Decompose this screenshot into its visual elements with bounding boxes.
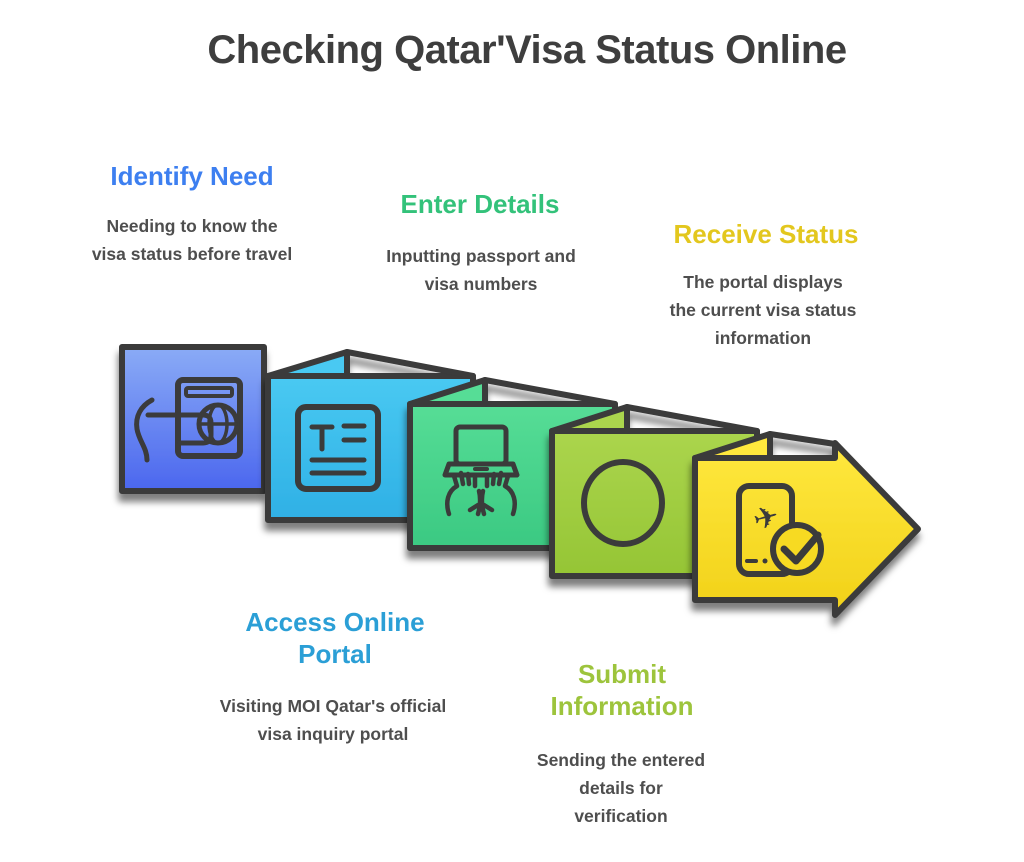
step-desc-receive-status: The portal displays the current visa sta… <box>670 268 857 352</box>
step-desc-line: Sending the entered <box>536 750 706 770</box>
fold-back-line <box>344 349 476 379</box>
laptop-typing-icon <box>442 424 520 517</box>
fold-flap <box>692 431 773 461</box>
step-desc-line: Needing to know the <box>106 216 278 236</box>
fold-back-line <box>767 431 838 447</box>
step-label-line: Access Online <box>245 607 425 637</box>
step-label-line: Information <box>550 691 694 721</box>
step-desc-line: details for <box>579 778 663 798</box>
step-desc-line: information <box>714 328 812 348</box>
step-desc-line: Inputting passport and <box>386 246 576 266</box>
step-label-line: Portal <box>298 639 372 669</box>
step-desc-line: visa inquiry portal <box>257 724 409 744</box>
fold-flap <box>407 377 488 407</box>
step-desc-identify-need: Needing to know the visa status before t… <box>92 212 292 268</box>
step-desc-enter-details: Inputting passport and visa numbers <box>386 242 576 298</box>
step-label-access-portal: Access Online Portal <box>245 606 424 670</box>
step-label-identify-need: Identify Need <box>110 161 274 191</box>
step-label-enter-details: Enter Details <box>400 189 560 219</box>
document-text-icon <box>295 404 381 492</box>
fold-flap <box>549 404 630 434</box>
circle-icon <box>581 459 665 547</box>
step-desc-line: verification <box>574 806 668 826</box>
phone-visa-check-icon: ✈ <box>736 483 824 577</box>
card-receive-status: ✈ <box>692 431 921 618</box>
step-label-submit-info: Submit Information <box>551 658 694 722</box>
fold-back-line <box>624 404 760 434</box>
fold-flap <box>265 349 350 379</box>
step-desc-access-portal: Visiting MOI Qatar's official visa inqui… <box>220 692 447 748</box>
step-desc-line: visa numbers <box>424 274 538 294</box>
page-title: Checking Qatar'Visa Status Online <box>207 28 847 72</box>
step-label-receive-status: Receive Status <box>673 219 859 249</box>
step-desc-line: Visiting MOI Qatar's official <box>219 696 447 716</box>
step-desc-line: the current visa status <box>669 300 857 320</box>
step-label-line: Submit <box>577 659 667 689</box>
step-desc-submit-info: Sending the entered details for verifica… <box>537 746 705 830</box>
step-desc-line: The portal displays <box>683 272 843 292</box>
step-desc-line: visa status before travel <box>91 244 293 264</box>
fold-back-line <box>482 377 618 407</box>
passport-globe-hand-icon <box>134 377 243 463</box>
card-identify-need <box>119 344 267 494</box>
